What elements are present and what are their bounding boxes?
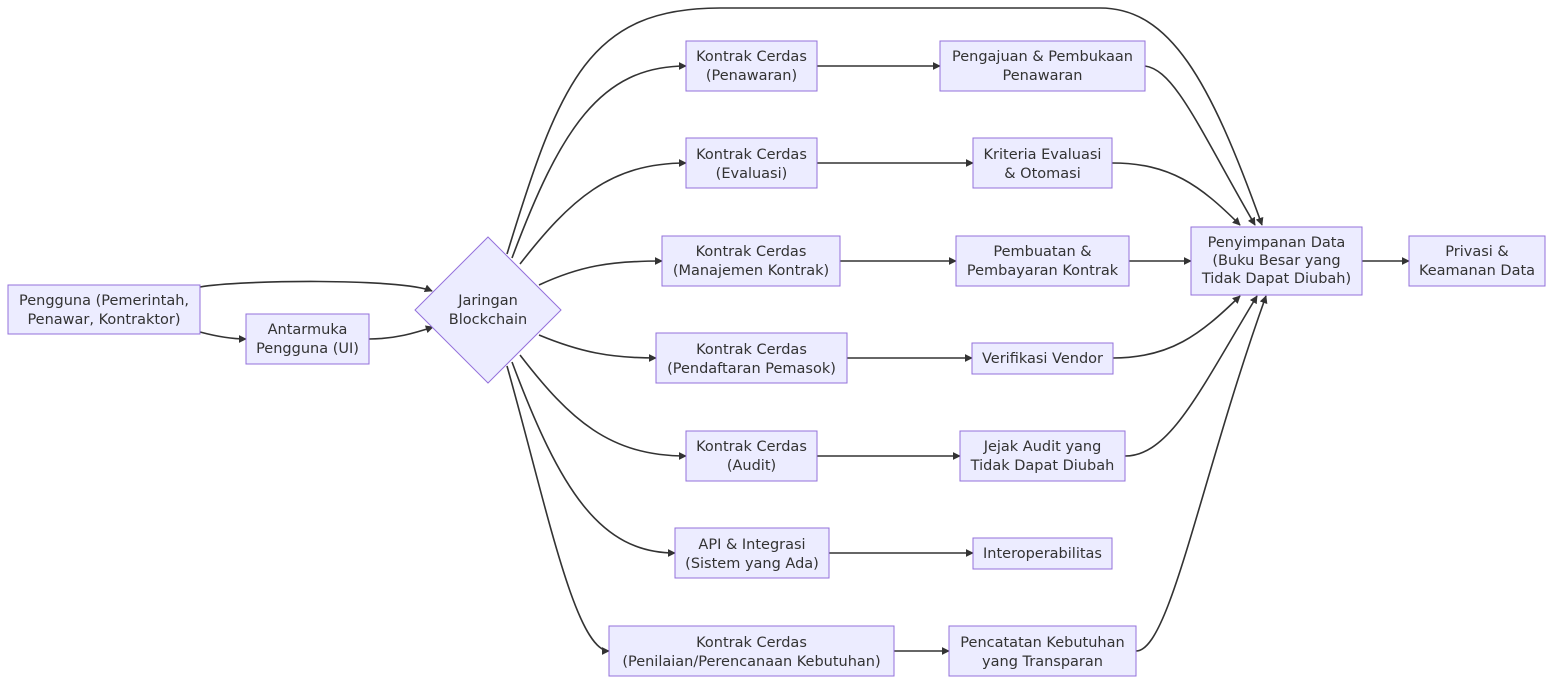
node-sc-eval-line-1: Kontrak Cerdas — [696, 147, 807, 163]
edge-ui-blockchain — [368, 325, 434, 340]
node-needs-rec-line-2: yang Transparan — [982, 654, 1103, 670]
node-audit-trail: Jejak Audit yang Tidak Dapat Diubah — [959, 430, 1126, 482]
node-user-line-2: Penawar, Kontraktor) — [27, 312, 180, 328]
node-needs-rec: Pencatatan Kebutuhan yang Transparan — [948, 625, 1137, 677]
node-ui-line-1: Antarmuka — [268, 322, 348, 338]
edge-blockchain-sc-bid — [511, 62, 687, 259]
node-criteria-line-1: Kriteria Evaluasi — [984, 147, 1102, 163]
node-vendor-line-1: Verifikasi Vendor — [982, 351, 1103, 367]
node-privacy: Privasi & Keamanan Data — [1408, 235, 1546, 287]
node-sc-mgmt: Kontrak Cerdas (Manajemen Kontrak) — [661, 235, 841, 287]
node-sc-reg-line-1: Kontrak Cerdas — [696, 342, 807, 358]
node-sc-mgmt-line-1: Kontrak Cerdas — [696, 244, 807, 260]
edge-user-blockchain — [199, 280, 433, 293]
node-storage: Penyimpanan Data (Buku Besar yang Tidak … — [1190, 226, 1363, 296]
node-sc-mgmt-line-2: (Manajemen Kontrak) — [673, 263, 829, 279]
node-sc-bid: Kontrak Cerdas (Penawaran) — [685, 40, 818, 92]
node-audit-trail-line-1: Jejak Audit yang — [983, 439, 1102, 455]
node-sc-reg-line-2: (Pendaftaran Pemasok) — [667, 361, 836, 377]
node-audit-trail-line-2: Tidak Dapat Diubah — [970, 458, 1115, 474]
node-blockchain-line-1: Jaringan — [457, 293, 518, 309]
node-bid-open-line-2: Penawaran — [1002, 68, 1082, 84]
node-api-line-1: API & Integrasi — [698, 537, 805, 553]
node-ui-line-2: Pengguna (UI) — [256, 341, 359, 357]
node-storage-line-2: (Buku Besar yang — [1212, 253, 1340, 269]
edge-blockchain-sc-reg — [538, 334, 657, 362]
edge-blockchain-sc-needs — [506, 365, 610, 655]
node-interop-line-1: Interoperabilitas — [983, 546, 1102, 562]
node-sc-needs-line-2: (Penilaian/Perencanaan Kebutuhan) — [622, 654, 880, 670]
node-sc-audit: Kontrak Cerdas (Audit) — [685, 430, 818, 482]
node-ui: Antarmuka Pengguna (UI) — [245, 313, 370, 365]
edge-blockchain-sc-audit — [519, 354, 687, 460]
edge-user-ui — [199, 331, 247, 343]
edge-audit-trail-storage — [1124, 295, 1258, 457]
node-sc-needs: Kontrak Cerdas (Penilaian/Perencanaan Ke… — [608, 625, 895, 677]
node-interop: Interoperabilitas — [972, 537, 1113, 570]
node-blockchain: Jaringan Blockchain — [414, 236, 562, 384]
node-bid-open: Pengajuan & Pembukaan Penawaran — [939, 40, 1146, 92]
edge-vendor-storage — [1112, 295, 1241, 359]
node-user: Pengguna (Pemerintah, Penawar, Kontrakto… — [7, 284, 201, 335]
edge-blockchain-api — [511, 361, 676, 557]
node-payment-line-2: Pembayaran Kontrak — [967, 263, 1119, 279]
node-criteria-line-2: & Otomasi — [1004, 166, 1080, 182]
edge-blockchain-storage — [506, 7, 1264, 255]
edge-blockchain-sc-mgmt — [538, 257, 663, 286]
node-payment-line-1: Pembuatan & — [993, 244, 1091, 260]
node-sc-reg: Kontrak Cerdas (Pendaftaran Pemasok) — [655, 332, 848, 384]
node-sc-audit-line-2: (Audit) — [727, 458, 776, 474]
edge-criteria-storage — [1111, 162, 1241, 226]
node-sc-bid-line-2: (Penawaran) — [706, 68, 797, 84]
node-sc-audit-line-1: Kontrak Cerdas — [696, 439, 807, 455]
node-sc-needs-line-1: Kontrak Cerdas — [696, 635, 807, 651]
node-needs-rec-line-1: Pencatatan Kebutuhan — [960, 635, 1124, 651]
edge-bid-open-storage — [1144, 65, 1256, 226]
node-user-line-1: Pengguna (Pemerintah, — [19, 293, 189, 309]
node-bid-open-line-1: Pengajuan & Pembukaan — [952, 49, 1133, 65]
node-api: API & Integrasi (Sistem yang Ada) — [674, 527, 830, 579]
node-sc-bid-line-1: Kontrak Cerdas — [696, 49, 807, 65]
node-blockchain-line-2: Blockchain — [449, 312, 527, 328]
node-vendor: Verifikasi Vendor — [971, 342, 1114, 375]
node-payment: Pembuatan & Pembayaran Kontrak — [955, 235, 1130, 287]
node-api-line-2: (Sistem yang Ada) — [685, 556, 819, 572]
edge-needs-rec-storage — [1135, 295, 1268, 652]
edge-blockchain-sc-eval — [519, 159, 687, 265]
node-storage-line-1: Penyimpanan Data — [1208, 235, 1346, 251]
node-storage-line-3: Tidak Dapat Diubah) — [1201, 271, 1351, 287]
node-sc-eval: Kontrak Cerdas (Evaluasi) — [685, 137, 818, 189]
node-sc-eval-line-2: (Evaluasi) — [716, 166, 788, 182]
node-privacy-line-2: Keamanan Data — [1419, 263, 1535, 279]
node-privacy-line-1: Privasi & — [1445, 244, 1508, 260]
node-criteria: Kriteria Evaluasi & Otomasi — [972, 137, 1113, 189]
